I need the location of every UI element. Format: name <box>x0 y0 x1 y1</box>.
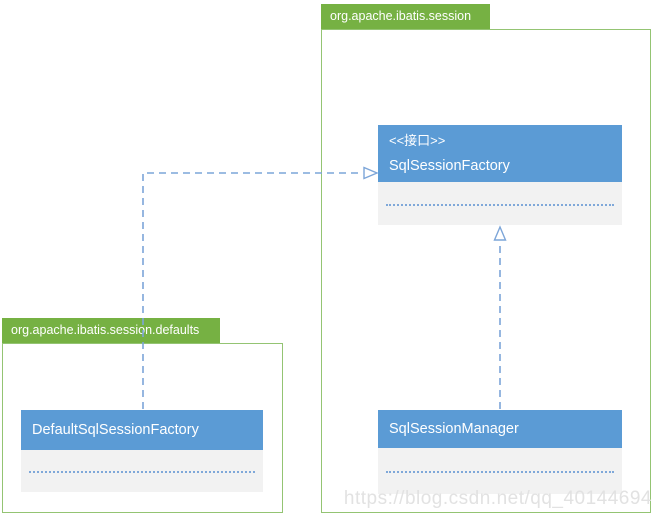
class-name-sqlsessionmanager: SqlSessionManager <box>389 421 519 437</box>
class-header-sqlsessionfactory: <<接口>> SqlSessionFactory <box>378 125 622 182</box>
members-separator-line <box>29 471 255 473</box>
class-body-defaultsqlsessionfactory <box>21 450 263 492</box>
members-separator-line <box>386 203 614 206</box>
class-box-sqlsessionfactory: <<接口>> SqlSessionFactory <box>378 125 622 225</box>
members-separator-line <box>386 471 614 473</box>
class-header-defaultsqlsessionfactory: DefaultSqlSessionFactory <box>21 410 263 450</box>
stereotype-interface-label: <<接口>> <box>389 133 446 148</box>
package-label-session: org.apache.ibatis.session <box>321 4 490 29</box>
class-header-sqlsessionmanager: SqlSessionManager <box>378 410 622 448</box>
class-body-sqlsessionmanager <box>378 448 622 494</box>
class-name-defaultsqlsessionfactory: DefaultSqlSessionFactory <box>32 422 199 438</box>
package-label-session-defaults: org.apache.ibatis.session.defaults <box>2 318 220 343</box>
watermark-text: https://blog.csdn.net/qq_40144694 <box>343 488 652 509</box>
class-name-sqlsessionfactory: SqlSessionFactory <box>389 158 510 174</box>
class-body-sqlsessionfactory <box>378 182 622 225</box>
class-box-defaultsqlsessionfactory: DefaultSqlSessionFactory <box>21 410 263 492</box>
class-box-sqlsessionmanager: SqlSessionManager <box>378 410 622 494</box>
